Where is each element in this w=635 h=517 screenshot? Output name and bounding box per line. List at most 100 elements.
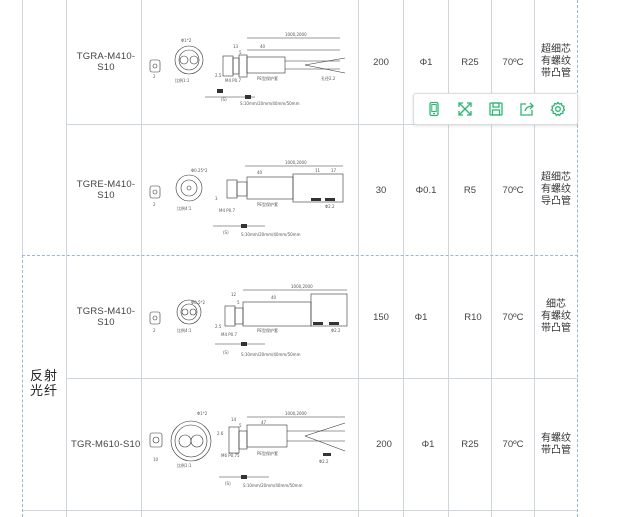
end-label: 2 (153, 328, 156, 333)
sheath-label: PE型保护套 (257, 201, 278, 207)
option-label: S:10mm/20mm/40mm/50mm (243, 483, 303, 488)
fullscreen-button[interactable] (454, 98, 476, 120)
detect-distance: 150 (373, 311, 389, 323)
s-label: (S) (221, 97, 227, 102)
grid-line (491, 0, 492, 517)
dim-c-label: 2.6 (217, 431, 224, 436)
feature: 有螺纹 带凸管 (541, 432, 571, 456)
scale-label: 比例4:1 (177, 205, 192, 211)
feature: 细芯 有螺纹 带凸管 (541, 299, 571, 334)
dim-a-label: 13 (233, 44, 239, 49)
nut-label: M4 P0.7 (225, 78, 241, 83)
model-name: TGRA-M410-S10 (76, 51, 136, 73)
grid-line (22, 510, 578, 511)
dim-b-label: 17 (331, 168, 337, 173)
option-label: S:10mm/20mm/40mm/50mm (240, 101, 300, 106)
end-label: 2 (153, 74, 156, 79)
settings-button[interactable] (547, 98, 569, 120)
selection-border (22, 255, 578, 256)
nut-label: M4 P0.7 (219, 208, 235, 213)
dia-label: Φ1*2 (181, 38, 192, 43)
dim-a-label: 11 (315, 168, 321, 173)
category-label: 反射 光纤 (29, 368, 58, 398)
selection-border (577, 0, 578, 517)
nut-label: M4 P0.7 (221, 332, 237, 337)
core-diameter: Φ1 (414, 311, 428, 323)
scale-label: 比例1:1 (175, 77, 190, 83)
grid-line (403, 0, 404, 517)
save-icon (488, 102, 503, 116)
model-name: TGRE-M410-S10 (76, 179, 136, 201)
option-label: S:10mm/20mm/40mm/50mm (241, 232, 301, 237)
detect-distance: 200 (376, 439, 392, 450)
length-label: 1000,2000 (285, 160, 307, 165)
dim-b-label: 5 (239, 423, 242, 428)
feature: 超细芯 有螺纹 带凸管 (541, 44, 571, 79)
length-label: 1000,2000 (285, 411, 307, 416)
hole-label: Φ2.2 (319, 459, 329, 464)
core-diameter: Φ0.1 (415, 184, 437, 196)
option-label: S:10mm/20mm/40mm/50mm (241, 352, 301, 357)
segment-label: 40 (271, 295, 277, 300)
feature: 超细芯 有螺纹 导凸管 (541, 172, 571, 207)
detect-distance: 200 (373, 56, 389, 68)
model-name: TGR-M610-S10 (71, 439, 141, 450)
sheath-label: PE型保护套 (257, 75, 278, 81)
s-label: (S) (223, 230, 229, 235)
length-label: 1000,2000 (291, 284, 313, 289)
scale-label: 比例1:1 (177, 462, 192, 468)
fiber-drawing: Φ1*2 1000,2000 40 13 5 2.5 M4 P0.7 PE型保护… (149, 32, 346, 106)
share-button[interactable] (516, 98, 538, 120)
fiber-drawing: Φ0.5*2 1000,2000 40 12 5 2.5 M4 P0.7 PE型… (149, 284, 348, 357)
grid-line (141, 0, 142, 517)
selection-border (22, 255, 23, 517)
temperature: 70ºC (502, 56, 524, 68)
fullscreen-icon (457, 102, 472, 116)
fiber-drawing: Φ0.25*2 1000,2000 40 11 17 3 M4 P0.7 PE型… (149, 160, 344, 237)
dim-c-label: 2.5 (215, 73, 222, 78)
grid-line (66, 124, 578, 125)
sheath-label: PE型保护套 (257, 450, 278, 456)
scale-label: 比例4:1 (177, 327, 192, 333)
nut-label: M6 P0.75 (221, 453, 240, 458)
temperature: 70ºC (502, 184, 524, 196)
segment-label: 47 (261, 420, 267, 425)
length-label: 1000,2000 (285, 32, 307, 37)
segment-label: 40 (257, 170, 263, 175)
segment-label: 40 (260, 44, 266, 49)
floating-toolbar (413, 93, 578, 125)
end-label: 10 (153, 457, 159, 462)
temperature: 70ºC (502, 439, 524, 450)
grid-line (66, 378, 578, 379)
fiber-drawing: Φ1*2 1000,2000 47 14 5 2.6 M6 P0.75 PE型保… (149, 411, 346, 488)
bend-radius: R10 (464, 311, 482, 323)
s-label: (S) (225, 481, 231, 486)
settings-icon (550, 101, 565, 117)
dim-b-label: 5 (237, 300, 240, 305)
core-diameter: Φ1 (419, 56, 433, 68)
grid-line (358, 0, 359, 517)
core-diameter: Φ1 (421, 439, 435, 450)
dim-c-label: 2.5 (215, 324, 222, 329)
temperature: 70ºC (502, 311, 524, 323)
save-button[interactable] (485, 98, 507, 120)
grid-line (534, 0, 535, 517)
grid-line (66, 0, 67, 517)
grid-line (448, 0, 449, 517)
hole-label: Φ2.2 (331, 328, 341, 333)
dim-b-label: 5 (239, 50, 242, 55)
mobile-preview-icon (428, 101, 439, 117)
dia-label: Φ0.5*2 (191, 300, 206, 305)
bend-radius: R5 (463, 184, 477, 196)
dia-label: Φ0.25*2 (191, 168, 208, 173)
grid-line (22, 0, 23, 255)
s-label: (S) (223, 350, 229, 355)
share-icon (519, 102, 534, 116)
dim-a-label: 12 (231, 292, 237, 297)
dia-label: Φ1*2 (197, 411, 208, 416)
mobile-preview-button[interactable] (423, 98, 445, 120)
end-label: 2 (153, 202, 156, 207)
detect-distance: 30 (375, 184, 387, 196)
hole-label: Φ2.2 (325, 204, 335, 209)
